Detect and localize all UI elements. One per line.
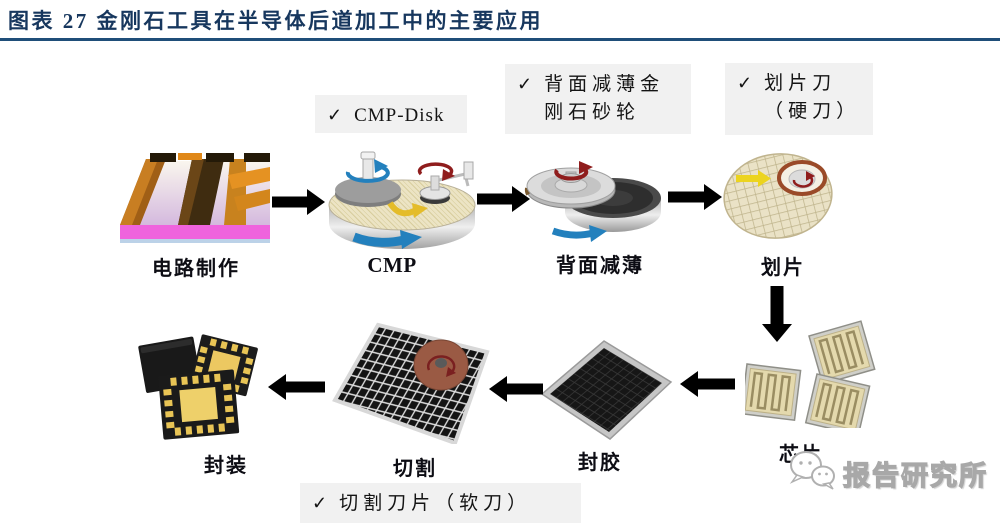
figure-title: 图表 27 金刚石工具在半导体后道加工中的主要应用 [8, 9, 543, 33]
wechat-icon [786, 448, 838, 499]
callout-grinding-line1: 背面减薄金 [544, 74, 665, 95]
callout-dicing-blade: ✓ 划片刀 （硬刀） [725, 63, 873, 135]
arrow-left-icon [489, 376, 543, 402]
checkmark-icon: ✓ [327, 105, 343, 125]
step-label-cutting: 切割 [393, 458, 437, 480]
packaged-chips-image [128, 332, 286, 444]
step-label-grinding: 背面减薄 [556, 255, 644, 277]
checkmark-icon: ✓ [312, 493, 328, 513]
step-label-cmp: CMP [367, 253, 417, 277]
cmp-machine-image [318, 145, 486, 257]
callout-grinding-line2: 刚石砂轮 [544, 101, 641, 123]
callout-cutting-text: 切割刀片（软刀） [339, 493, 532, 514]
callout-cutting-blade: ✓ 切割刀片（软刀） [300, 483, 581, 523]
watermark-text: 报告研究所 [842, 460, 988, 491]
arrow-right-icon [668, 184, 722, 210]
circuit-fabrication-image [120, 153, 270, 245]
arrow-left-icon [268, 374, 325, 400]
arrow-right-icon [477, 186, 530, 212]
checkmark-icon: ✓ [517, 74, 533, 94]
step-label-circuit: 电路制作 [152, 258, 240, 280]
step-label-dicing: 划片 [761, 257, 805, 279]
callout-grinding-wheel: ✓ 背面减薄金 刚石砂轮 [505, 64, 691, 134]
molded-panel-image [538, 338, 678, 446]
step-label-packaging: 封装 [204, 455, 248, 477]
backside-grinding-image [523, 148, 665, 253]
callout-cmp-disk-text: CMP-Disk [354, 105, 445, 126]
wafer-dicing-image [722, 148, 840, 250]
arrow-left-icon [680, 371, 735, 397]
panel-cutting-image [328, 312, 506, 444]
checkmark-icon: ✓ [737, 73, 753, 93]
callout-dicing-line1: 划片刀 [764, 73, 837, 94]
step-label-molding: 封胶 [578, 452, 622, 474]
arrow-down-icon [762, 286, 792, 342]
title-rule [0, 38, 1000, 41]
watermark: 报告研究所 [786, 448, 988, 499]
arrow-right-icon [272, 189, 325, 215]
callout-cmp-disk: ✓ CMP-Disk [315, 95, 467, 133]
callout-dicing-line2: （硬刀） [764, 100, 861, 122]
